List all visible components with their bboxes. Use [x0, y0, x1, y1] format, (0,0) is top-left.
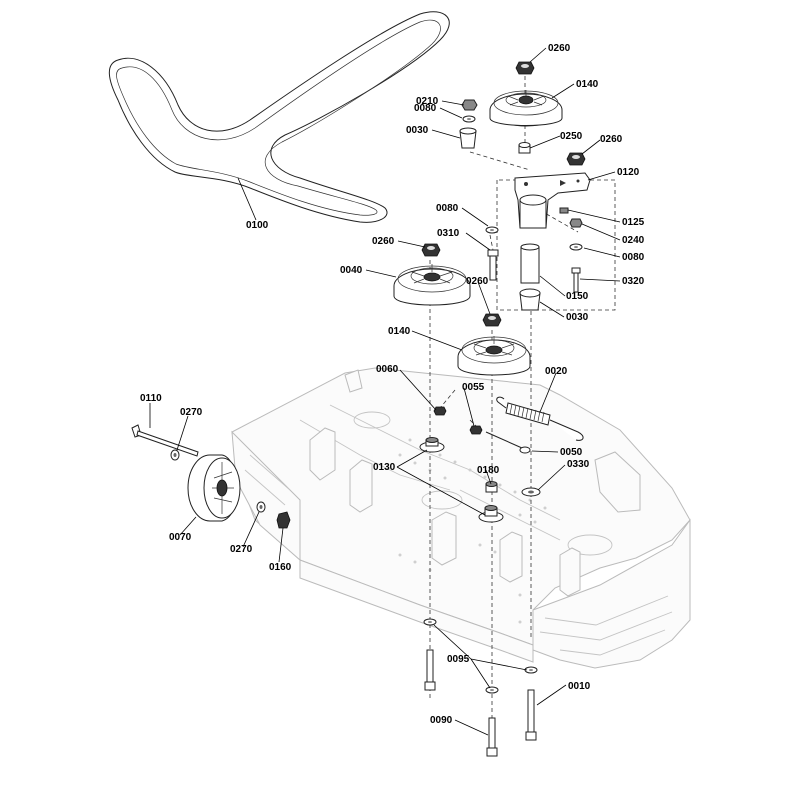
- spring-0020[interactable]: [496, 396, 584, 441]
- nut-0260-left[interactable]: [421, 243, 441, 257]
- label-0060[interactable]: 0060: [376, 364, 399, 375]
- v-belt[interactable]: [108, 11, 450, 223]
- label-0010[interactable]: 0010: [568, 681, 591, 692]
- label-0320[interactable]: 0320: [622, 276, 645, 287]
- label-0260-top[interactable]: 0260: [548, 43, 571, 54]
- spindle-0130-left[interactable]: [419, 437, 445, 453]
- label-0120[interactable]: 0120: [617, 167, 640, 178]
- label-0125[interactable]: 0125: [622, 217, 645, 228]
- nut-0240[interactable]: [569, 218, 583, 228]
- label-0070[interactable]: 0070: [169, 532, 192, 543]
- bolt-0090-left[interactable]: [424, 649, 436, 691]
- bolt-0110[interactable]: [131, 424, 199, 457]
- label-0020[interactable]: 0020: [545, 366, 568, 377]
- nut-0210[interactable]: [461, 99, 478, 111]
- label-0160[interactable]: 0160: [269, 562, 292, 573]
- nut-0160[interactable]: [276, 511, 291, 529]
- bolt-0010[interactable]: [525, 689, 537, 741]
- spacer-0180[interactable]: [485, 481, 498, 493]
- label-0140-top[interactable]: 0140: [576, 79, 599, 90]
- label-0140-lower[interactable]: 0140: [388, 326, 411, 337]
- label-0260-left[interactable]: 0260: [372, 236, 395, 247]
- bolt-0320[interactable]: [571, 267, 581, 293]
- nut-0055[interactable]: [469, 425, 483, 435]
- nut-0260-lower[interactable]: [482, 313, 502, 327]
- label-0080-mid[interactable]: 0080: [436, 203, 459, 214]
- label-0055[interactable]: 0055: [462, 382, 485, 393]
- label-0260-right[interactable]: 0260: [600, 134, 623, 145]
- spacer-0250[interactable]: [518, 142, 531, 154]
- leader-lines: [149, 47, 621, 736]
- label-0080-top[interactable]: 0080: [414, 103, 437, 114]
- label-0210[interactable]: 0210: [416, 96, 439, 107]
- label-0080-right[interactable]: 0080: [622, 252, 645, 263]
- idler-pulley-0140-lower[interactable]: [457, 313, 531, 376]
- label-0100[interactable]: 0100: [246, 220, 269, 231]
- grease-fitting-0125[interactable]: [559, 207, 569, 214]
- bushing-0030-lower[interactable]: [519, 288, 541, 311]
- nut-top[interactable]: [515, 61, 535, 75]
- idler-pulley-top[interactable]: [489, 90, 563, 127]
- washer-0080-left[interactable]: [485, 226, 499, 234]
- gauge-wheel-0070[interactable]: [187, 454, 241, 522]
- label-0270-top[interactable]: 0270: [180, 407, 203, 418]
- washer-0080-top[interactable]: [462, 115, 476, 123]
- idler-pulley-0040[interactable]: [393, 243, 471, 306]
- label-0330[interactable]: 0330: [567, 459, 590, 470]
- idler-arm-0120[interactable]: [514, 172, 591, 229]
- label-0180[interactable]: 0180: [477, 465, 500, 476]
- label-0310[interactable]: 0310: [437, 228, 460, 239]
- label-0130[interactable]: 0130: [373, 462, 396, 473]
- washer-0080-right[interactable]: [569, 243, 583, 251]
- mower-deck: [231, 367, 691, 669]
- rod-0050[interactable]: [485, 431, 531, 454]
- nut-0260-right[interactable]: [566, 152, 586, 166]
- bolt-0090-center[interactable]: [486, 717, 498, 757]
- label-0260-lower[interactable]: 0260: [466, 276, 489, 287]
- label-0030-top[interactable]: 0030: [406, 125, 429, 136]
- bolt-0310[interactable]: [487, 249, 499, 281]
- label-0030-lower[interactable]: 0030: [566, 312, 589, 323]
- pivot-tube-0150[interactable]: [520, 243, 540, 284]
- label-0095[interactable]: 0095: [447, 654, 470, 665]
- label-0090[interactable]: 0090: [430, 715, 453, 726]
- label-0270-bottom[interactable]: 0270: [230, 544, 253, 555]
- washer-0095-center[interactable]: [485, 686, 499, 694]
- washer-0330[interactable]: [521, 487, 541, 497]
- washer-0270-bottom[interactable]: [256, 501, 266, 513]
- bushing-0030-top[interactable]: [459, 127, 477, 149]
- label-0040[interactable]: 0040: [340, 265, 363, 276]
- idler-hardware: [459, 61, 591, 311]
- label-0050[interactable]: 0050: [560, 447, 583, 458]
- label-0150[interactable]: 0150: [566, 291, 589, 302]
- label-0240[interactable]: 0240: [622, 235, 645, 246]
- washer-0095-right[interactable]: [524, 666, 538, 674]
- part-labels: 0260 0140 0210 0080 0030 0250 0260 0120 …: [140, 43, 645, 726]
- washer-0095-left[interactable]: [423, 618, 437, 626]
- label-0250[interactable]: 0250: [560, 131, 583, 142]
- spindle-0130-right[interactable]: [478, 505, 504, 523]
- nut-0060[interactable]: [433, 406, 447, 416]
- washer-0270-top[interactable]: [170, 449, 180, 461]
- label-0110[interactable]: 0110: [140, 393, 162, 404]
